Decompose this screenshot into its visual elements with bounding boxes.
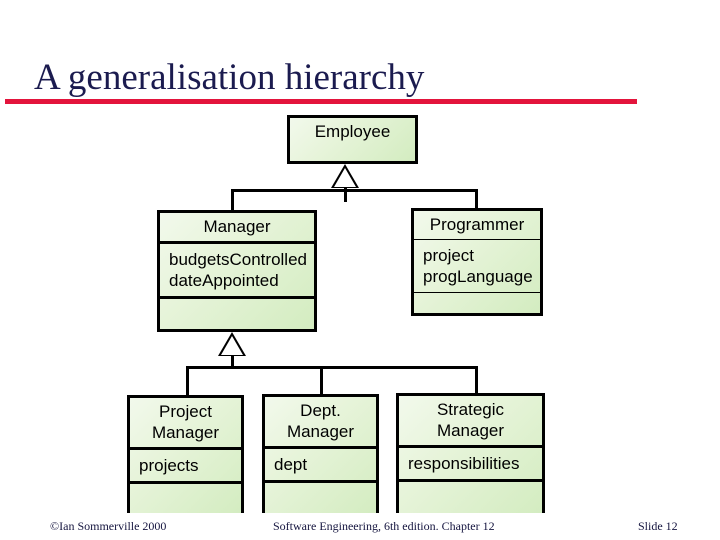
connector-drop-programmer [475, 189, 478, 208]
class-name-programmer: Programmer [429, 215, 525, 234]
class-attributes-programmer: project progLanguage [423, 246, 533, 286]
compartment-separator [130, 447, 241, 450]
class-operations-programmer [414, 293, 540, 313]
footer-slide-number: Slide 12 [638, 519, 678, 534]
class-name-project-manager: Project Manager [151, 402, 220, 442]
compartment-separator [399, 445, 542, 448]
footer-copyright: ©Ian Sommerville 2000 [50, 519, 167, 534]
connector-drop-project-manager [186, 366, 189, 395]
class-box-employee[interactable]: Employee [287, 115, 418, 164]
compartment-separator [160, 241, 314, 244]
class-operations-strategic-manager [399, 482, 542, 517]
connector-employee-stem [344, 188, 347, 202]
compartment-separator [399, 479, 542, 482]
class-attributes-manager: budgetsControlled dateAppointed [169, 250, 307, 290]
class-box-manager[interactable]: Manager budgetsControlled dateAppointed [157, 210, 317, 332]
class-name-dept-manager: Dept. Manager [286, 401, 355, 441]
compartment-separator [414, 292, 540, 293]
connector-employee-crossbar [231, 189, 478, 192]
connector-drop-dept-manager [320, 366, 323, 394]
connector-manager-crossbar [186, 366, 476, 369]
class-name-employee: Employee [314, 122, 391, 141]
class-attributes-project-manager: projects [139, 456, 199, 475]
connector-drop-manager [231, 189, 234, 210]
class-name-manager: Manager [203, 217, 271, 236]
compartment-separator [130, 481, 241, 484]
connector-manager-stem [231, 356, 234, 368]
class-operations-dept-manager [265, 483, 376, 517]
footer-book-reference: Software Engineering, 6th edition. Chapt… [273, 519, 495, 534]
compartment-separator [265, 446, 376, 449]
class-attributes-dept-manager: dept [274, 455, 308, 474]
class-box-programmer[interactable]: Programmer project progLanguage [411, 208, 543, 316]
compartment-separator [265, 480, 376, 483]
class-box-dept-manager[interactable]: Dept. Manager dept [262, 394, 379, 520]
class-name-strategic-manager: Strategic Manager [436, 400, 505, 440]
compartment-separator [414, 239, 540, 240]
compartment-separator [160, 296, 314, 299]
title-underline-rule [5, 99, 637, 104]
connector-drop-strategic-manager [475, 366, 478, 393]
class-box-project-manager[interactable]: Project Manager projects [127, 395, 244, 520]
class-attributes-strategic-manager: responsibilities [408, 454, 520, 473]
class-operations-manager [160, 299, 314, 329]
class-box-strategic-manager[interactable]: Strategic Manager responsibilities [396, 393, 545, 520]
page-title: A generalisation hierarchy [34, 57, 425, 98]
